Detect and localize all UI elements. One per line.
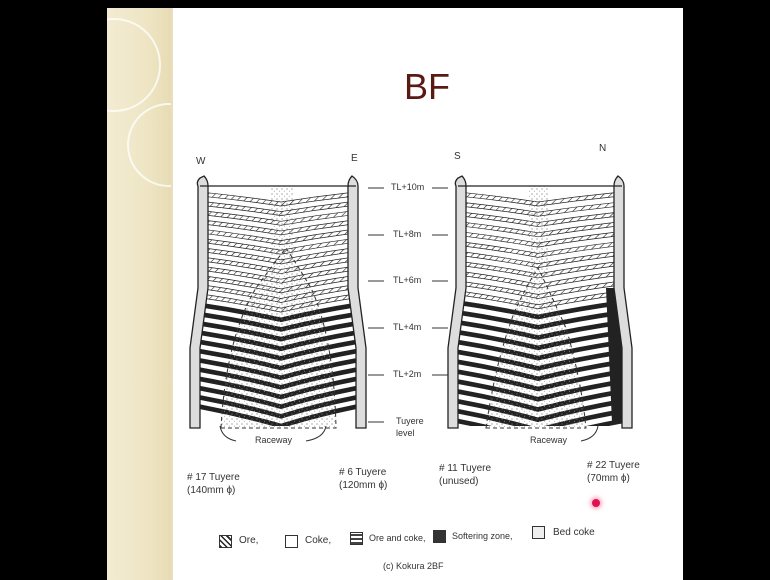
tuyere-level-label-line2: level [396,428,415,438]
softening-swatch-icon [433,530,446,543]
figure-caption: (c) Kokura 2BF [383,561,444,571]
tuyere-6-detail: (120mm ϕ) [339,480,387,491]
level-label-tl4: TL+4m [393,322,421,332]
east-label: E [351,153,358,164]
raceway-label-left: Raceway [255,435,292,445]
furnace-dissection-figure [186,138,666,468]
ore-swatch-icon [219,535,232,548]
blast-furnace-diagram: W E S N TL+10m TL+8m TL+6m TL+4m TL+2m T… [186,138,666,468]
slide-sidebar-decoration [107,8,173,580]
level-label-tl6: TL+6m [393,275,421,285]
tuyere-22-detail: (70mm ϕ) [587,473,630,484]
tuyere-17-detail: (140mm ϕ) [187,485,235,496]
tuyere-17-name: # 17 Tuyere [187,472,240,483]
level-label-tl8: TL+8m [393,229,421,239]
decor-ring-icon [107,18,161,112]
slide: BF [107,8,683,580]
legend-ore-coke-label: Ore and coke, [369,533,426,543]
legend-bed-coke-label: Bed coke [553,527,595,538]
left-furnace [190,176,366,441]
laser-pointer-dot [592,499,600,507]
level-label-tl2: TL+2m [393,369,421,379]
legend-ore-label: Ore, [239,535,258,546]
ore-coke-swatch-icon [350,532,363,545]
tuyere-11-detail: (unused) [439,476,478,487]
raceway-label-right: Raceway [530,435,567,445]
coke-swatch-icon [285,535,298,548]
legend-coke-label: Coke, [305,535,331,546]
bed-coke-swatch-icon [532,526,545,539]
west-label: W [196,156,205,167]
tuyere-6-name: # 6 Tuyere [339,467,386,478]
south-label: S [454,151,461,162]
north-label: N [599,143,606,154]
legend-softening-label: Softering zone, [452,531,513,541]
level-label-tl10: TL+10m [391,182,424,192]
tuyere-level-label-line1: Tuyere [396,416,424,426]
right-furnace [448,176,632,442]
tuyere-22-name: # 22 Tuyere [587,460,640,471]
slide-title: BF [387,66,467,108]
level-lines [368,188,448,422]
tuyere-11-name: # 11 Tuyere [439,463,491,474]
